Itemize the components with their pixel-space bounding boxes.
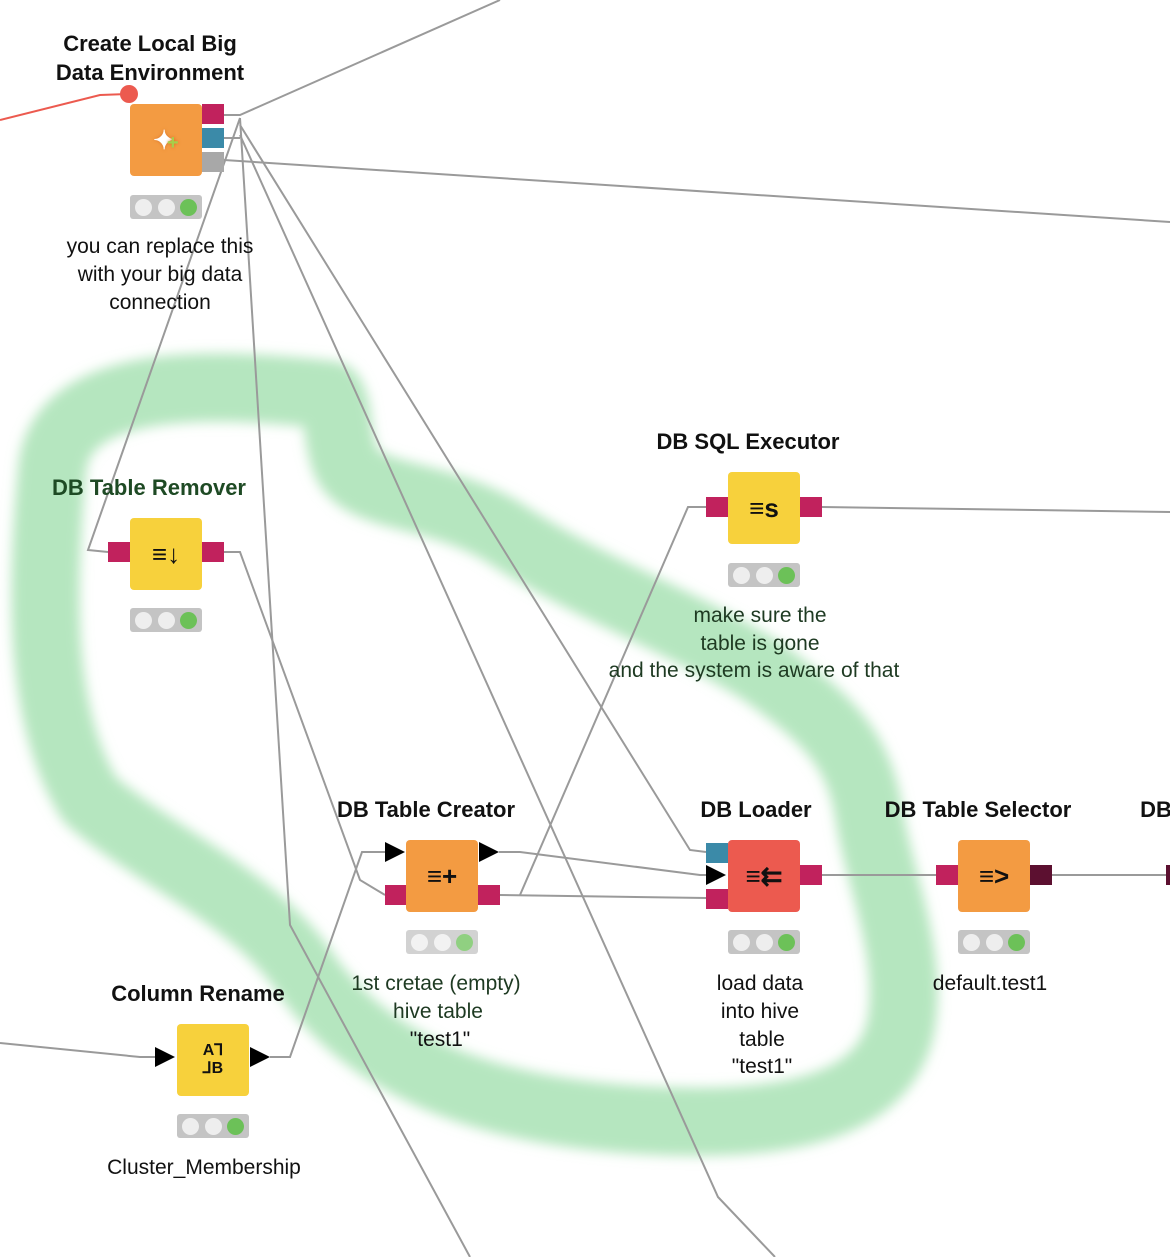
node-annotation: Cluster_Membership <box>107 1156 301 1179</box>
node-annotation: "test1" <box>731 1055 793 1078</box>
node-annotation: and the system is aware of that <box>608 659 900 682</box>
node-annotation: make sure the <box>693 604 827 627</box>
connection <box>519 506 706 896</box>
connection <box>224 551 386 896</box>
db-plus-icon: ≡+ <box>426 860 458 891</box>
node-title: Create Local Big <box>63 31 237 56</box>
node-title: DB Table Remover <box>52 475 246 500</box>
node-annotation: table <box>739 1028 785 1051</box>
db-load-icon: ≡⇇ <box>745 860 783 891</box>
db-arrow-down-icon: ≡↓ <box>151 538 181 569</box>
connection <box>223 159 1170 223</box>
node-annotation: you can replace this <box>66 235 254 258</box>
spark-port[interactable] <box>202 128 224 148</box>
db-port[interactable] <box>108 542 130 562</box>
db-sql-icon: ≡s <box>749 492 779 523</box>
node-annotation: into hive <box>720 1000 800 1023</box>
flow-variable-inport[interactable] <box>706 865 726 885</box>
connection <box>239 134 776 1257</box>
db-port[interactable] <box>800 865 822 885</box>
data-outport[interactable] <box>250 1047 270 1067</box>
status-traffic-light <box>130 608 202 632</box>
node-title: DB SQL Executor <box>656 429 840 454</box>
db-port[interactable] <box>706 889 728 909</box>
db-port[interactable] <box>936 865 958 885</box>
node-annotation: connection <box>109 291 211 314</box>
status-traffic-light <box>130 195 202 219</box>
flow-variable-port[interactable] <box>120 85 138 103</box>
connection <box>239 117 471 1257</box>
node-annotation: "test1" <box>409 1028 471 1051</box>
connection <box>499 851 706 876</box>
db-port[interactable] <box>478 885 500 905</box>
db-port[interactable] <box>706 497 728 517</box>
db-port[interactable] <box>202 104 224 124</box>
db-select-icon: ≡> <box>978 860 1010 891</box>
column-rename-icon: A⅂⅃B <box>202 1042 224 1077</box>
node-db-table-creator[interactable]: ≡+ <box>406 840 478 912</box>
file-system-port[interactable] <box>202 152 224 172</box>
status-traffic-light <box>958 930 1030 954</box>
node-column-rename[interactable]: A⅂⅃B <box>177 1024 249 1096</box>
node-db-table-remover[interactable]: ≡↓ <box>130 518 202 590</box>
status-traffic-light <box>406 930 478 954</box>
connection <box>86 117 241 553</box>
node-db-sql-executor[interactable]: ≡s <box>728 472 800 544</box>
node-annotation: hive table <box>393 1000 483 1023</box>
data-inport[interactable] <box>155 1047 175 1067</box>
node-annotation: with your big data <box>77 263 243 286</box>
connection <box>239 124 707 853</box>
connection <box>270 851 385 1058</box>
status-traffic-light <box>728 563 800 587</box>
status-traffic-light <box>728 930 800 954</box>
db-port[interactable] <box>202 542 224 562</box>
node-annotation: table is gone <box>700 632 820 655</box>
data-port[interactable] <box>706 843 728 863</box>
flow-variable-inport[interactable] <box>385 842 405 862</box>
highlight-stroke <box>11 353 938 1156</box>
db-port[interactable] <box>385 885 407 905</box>
node-annotation: default.test1 <box>932 972 1048 995</box>
connection <box>499 894 707 899</box>
node-title: DB Loader <box>700 797 812 822</box>
node-db-table-selector[interactable]: ≡> <box>958 840 1030 912</box>
node-annotation: 1st cretae (empty) <box>351 972 521 995</box>
connection <box>821 506 1170 513</box>
node-db-loader[interactable]: ≡⇇ <box>728 840 800 912</box>
db-data-port[interactable] <box>1166 865 1170 885</box>
node-title: DB Table Selector <box>884 797 1072 822</box>
node-title: DB <box>1140 797 1170 822</box>
connection <box>224 0 501 116</box>
node-title: DB Table Creator <box>336 797 516 822</box>
flow-variable-outport[interactable] <box>479 842 499 862</box>
connection <box>0 1042 155 1058</box>
node-annotation: load data <box>716 972 804 995</box>
node-title: Data Environment <box>55 60 245 85</box>
db-data-port[interactable] <box>1030 865 1052 885</box>
db-port[interactable] <box>800 497 822 517</box>
connection <box>0 93 130 121</box>
star-plus-icon: ✦+ <box>153 124 179 155</box>
node-title: Column Rename <box>111 981 285 1006</box>
node-create-local-big-data-environment[interactable]: ✦+ <box>130 104 202 176</box>
status-traffic-light <box>177 1114 249 1138</box>
